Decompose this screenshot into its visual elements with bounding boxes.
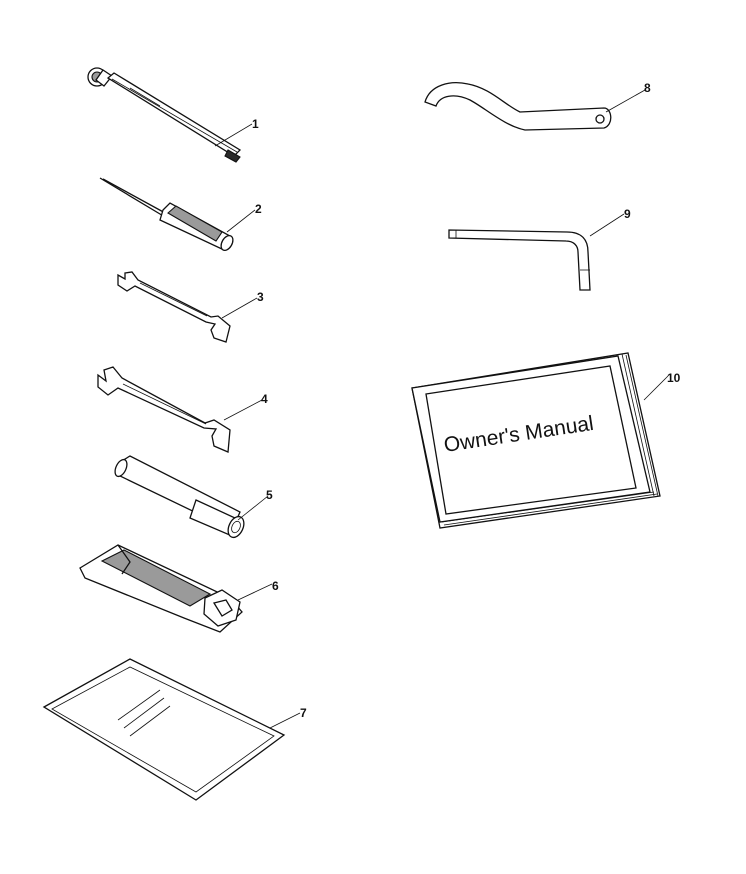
callout-8: 8 (644, 81, 651, 95)
document-bag (42, 658, 301, 801)
tool-holder (79, 544, 273, 633)
callout-7: 7 (300, 706, 307, 720)
callout-5: 5 (266, 488, 273, 502)
wrench-small (117, 271, 258, 343)
callout-9: 9 (624, 207, 631, 221)
callout-1: 1 (252, 117, 259, 131)
callout-10: 10 (667, 371, 681, 385)
hex-key (448, 213, 625, 291)
wrench-large (97, 366, 263, 453)
owners-manual: Owner's Manual (411, 352, 669, 529)
callout-2: 2 (255, 202, 262, 216)
callout-3: 3 (257, 290, 264, 304)
spanner-wrench (424, 82, 646, 131)
spark-plug-socket (114, 455, 269, 539)
screwdriver (99, 177, 256, 252)
tire-pressure-gauge (87, 67, 253, 163)
callout-4: 4 (261, 392, 268, 406)
callout-6: 6 (272, 579, 279, 593)
